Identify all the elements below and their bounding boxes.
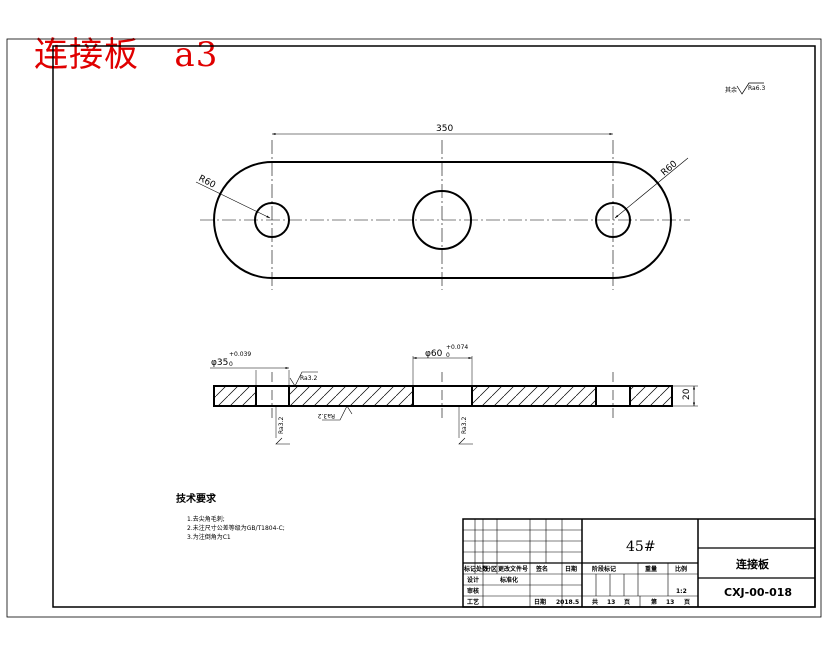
rev-header-file: 更改文件号 <box>498 565 528 573</box>
hole-left <box>254 202 290 238</box>
total-label: 共 <box>592 598 598 606</box>
page-unit: 页 <box>684 598 690 606</box>
hole-center <box>412 190 472 250</box>
hole-right <box>595 202 631 238</box>
requirement-item: 2.未注尺寸公差等级为GB/T1804-C; <box>187 524 285 532</box>
stage-label: 阶段标记 <box>592 565 616 573</box>
hole-big-dimension: φ60 <box>425 349 443 359</box>
page-label: 第 <box>650 598 657 606</box>
rev-header-date: 日期 <box>565 565 577 573</box>
rest-value: Ra6.3 <box>748 85 765 92</box>
radius-left-dimension: R60 <box>197 174 218 191</box>
hole-big-tolerance-low: 0 <box>446 352 450 359</box>
rev-header-count: 处数 <box>475 565 489 573</box>
inner-border <box>52 45 816 608</box>
drawing-number: CXJ-00-018 <box>724 586 792 599</box>
total-value: 13 <box>607 599 615 606</box>
requirement-item: 1.去尖角毛刺; <box>187 515 225 523</box>
weight-label: 重量 <box>645 565 657 573</box>
sheet-title: 连接板 a3 <box>34 35 219 75</box>
rest-label: 其余 <box>725 86 737 94</box>
plate-outline <box>213 161 672 279</box>
material-label: 45# <box>626 539 656 555</box>
title-block-text: 45# 连接板 CXJ-00-018 标记 处数 分区 更改文件号 签名 日期 … <box>463 539 792 606</box>
technical-requirements: 技术要求 1.去尖角毛刺; 2.未注尺寸公差等级为GB/T1804-C; 3.为… <box>176 492 285 541</box>
rest-roughness-symbol: 其余 Ra6.3 <box>725 82 765 95</box>
page-value: 13 <box>666 599 674 606</box>
radius-right-dimension: R60 <box>660 159 680 178</box>
date-label: 日期 <box>534 598 546 606</box>
scale-label: 比例 <box>675 565 687 573</box>
section-view: φ35 +0.039 0 φ60 +0.074 0 20 Ra3.2 Ra3.2… <box>210 344 698 445</box>
top-roughness: Ra3.2 <box>300 375 317 382</box>
title-block <box>462 518 816 608</box>
length-dimension: 350 <box>436 124 453 134</box>
date-value: 2018.5 <box>556 599 579 606</box>
bottom-roughness: Ra3.2 <box>318 412 335 419</box>
row-process: 工艺 <box>467 598 479 606</box>
rev-header-sign: 签名 <box>535 565 548 573</box>
section-outline <box>213 385 673 407</box>
outer-border <box>6 38 822 618</box>
plan-view: 350 R60 R60 <box>195 124 690 290</box>
hole-small-dimension: φ35 <box>211 358 228 368</box>
row-review: 审核 <box>467 587 479 595</box>
hole-center-roughness: Ra3.2 <box>461 417 468 434</box>
rev-header-mark: 标记 <box>463 565 476 573</box>
scale-value: 1:2 <box>676 588 687 595</box>
requirement-item: 3.为注倒角为C1 <box>187 533 231 541</box>
total-unit: 页 <box>624 598 630 606</box>
hole-big-tolerance: +0.074 <box>446 344 468 351</box>
rev-header-zone: 分区 <box>485 565 497 573</box>
row-design: 设计 <box>467 576 479 584</box>
hole-small-tolerance-low: 0 <box>229 361 233 368</box>
row-design-std: 标准化 <box>499 576 518 584</box>
thickness-dimension: 20 <box>682 388 692 400</box>
hole-small-tolerance: +0.039 <box>229 351 251 358</box>
part-name: 连接板 <box>736 557 770 571</box>
requirements-title: 技术要求 <box>176 492 217 505</box>
hole-left-roughness: Ra3.2 <box>278 417 285 434</box>
